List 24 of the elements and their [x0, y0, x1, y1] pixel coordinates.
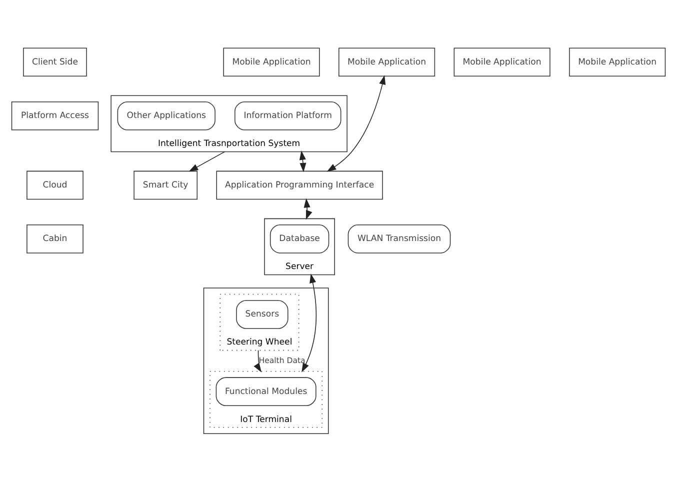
- arrow: [299, 150, 306, 172]
- cluster: [203, 287, 329, 434]
- node-box: Smart City: [134, 170, 198, 200]
- arrow: [188, 150, 226, 172]
- node-box: Functional Modules: [216, 376, 316, 406]
- node-box: Mobile Application: [338, 47, 436, 76]
- node-box: Mobile Application: [223, 47, 320, 76]
- node-box: Mobile Application: [569, 47, 666, 76]
- arrow: [302, 273, 317, 372]
- node-box: Application Programming Interface: [216, 170, 383, 200]
- node-box: Mobile Application: [454, 47, 550, 76]
- node-box: Cabin: [26, 224, 84, 253]
- edge-label: Health Data: [258, 355, 306, 364]
- node-box: Platform Access: [11, 100, 99, 130]
- node-box: Client Side: [23, 47, 87, 76]
- node-box: Information Platform: [234, 100, 342, 130]
- node-box: Other Applications: [117, 100, 216, 130]
- arrow: [326, 74, 386, 172]
- node-box: Database: [270, 224, 330, 253]
- node-box: Cloud: [26, 170, 84, 200]
- arrow: [304, 198, 312, 220]
- node-box: Sensors: [236, 300, 288, 328]
- arrow: [254, 349, 262, 372]
- node-box: WLAN Transmission: [348, 224, 451, 253]
